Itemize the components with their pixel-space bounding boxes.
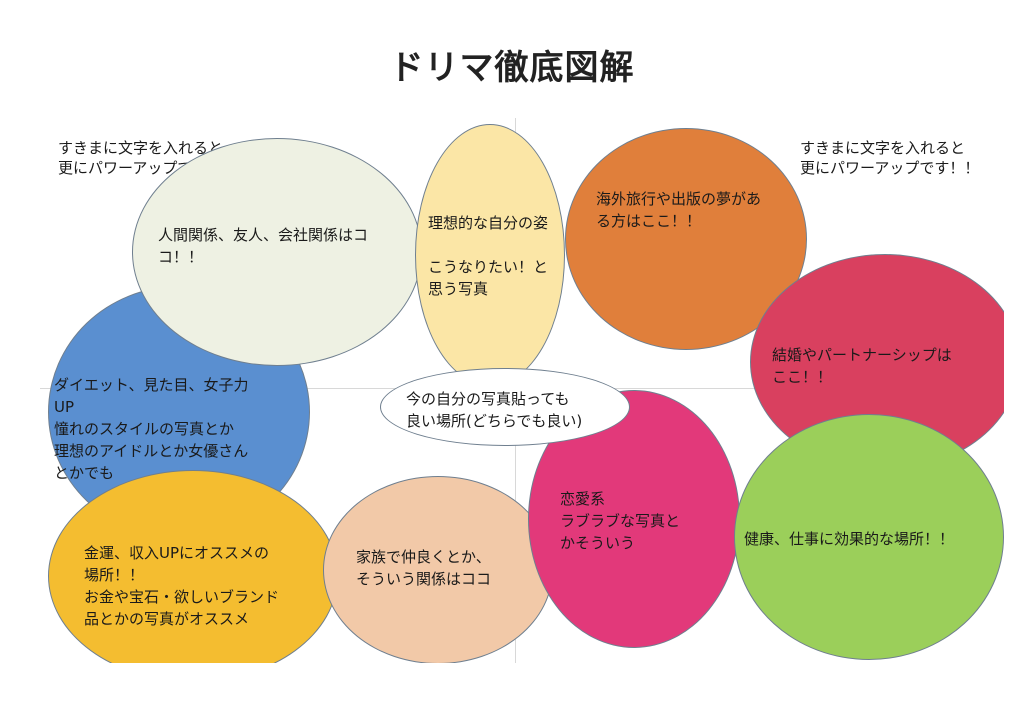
ideal-self-bubble — [415, 124, 565, 386]
relationships-bubble — [132, 138, 422, 366]
family-bubble — [323, 476, 553, 663]
dream-map-board: すきまに文字を入れると 更にパワーアップです！！ すきまに文字を入れると 更にパ… — [40, 118, 1004, 663]
money-label: 金運、収入UPにオススメの 場所！！ お金や宝石・欲しいブランド 品とかの写真が… — [84, 544, 280, 628]
love-label: 恋愛系 ラブラブな写真と かそういう — [560, 490, 681, 552]
gap-note-right: すきまに文字を入れると 更にパワーアップです！！ — [800, 139, 980, 177]
center-label: 今の自分の写真貼っても 良い場所(どちらでも良い) — [406, 390, 583, 430]
center-bubble — [380, 368, 630, 446]
ideal-self-label: 理想的な自分の姿 こうなりたい！と 思う写真 — [428, 214, 549, 298]
relationships-label: 人間関係、友人、会社関係はコ コ！！ — [158, 226, 369, 266]
family-label: 家族で仲良くとか、 そういう関係はココ — [356, 548, 492, 588]
marriage-label: 結婚やパートナーシップは ここ！！ — [772, 346, 952, 386]
page-title: ドリマ徹底図解 — [389, 48, 635, 88]
travel-label: 海外旅行や出版の夢があ る方はここ！！ — [596, 190, 762, 230]
health-label: 健康、仕事に効果的な場所！！ — [744, 530, 955, 548]
diet-label: ダイエット、見た目、女子力 UP 憧れのスタイルの写真とか 理想のアイドルとか女… — [54, 376, 249, 482]
health-bubble — [734, 414, 1004, 660]
